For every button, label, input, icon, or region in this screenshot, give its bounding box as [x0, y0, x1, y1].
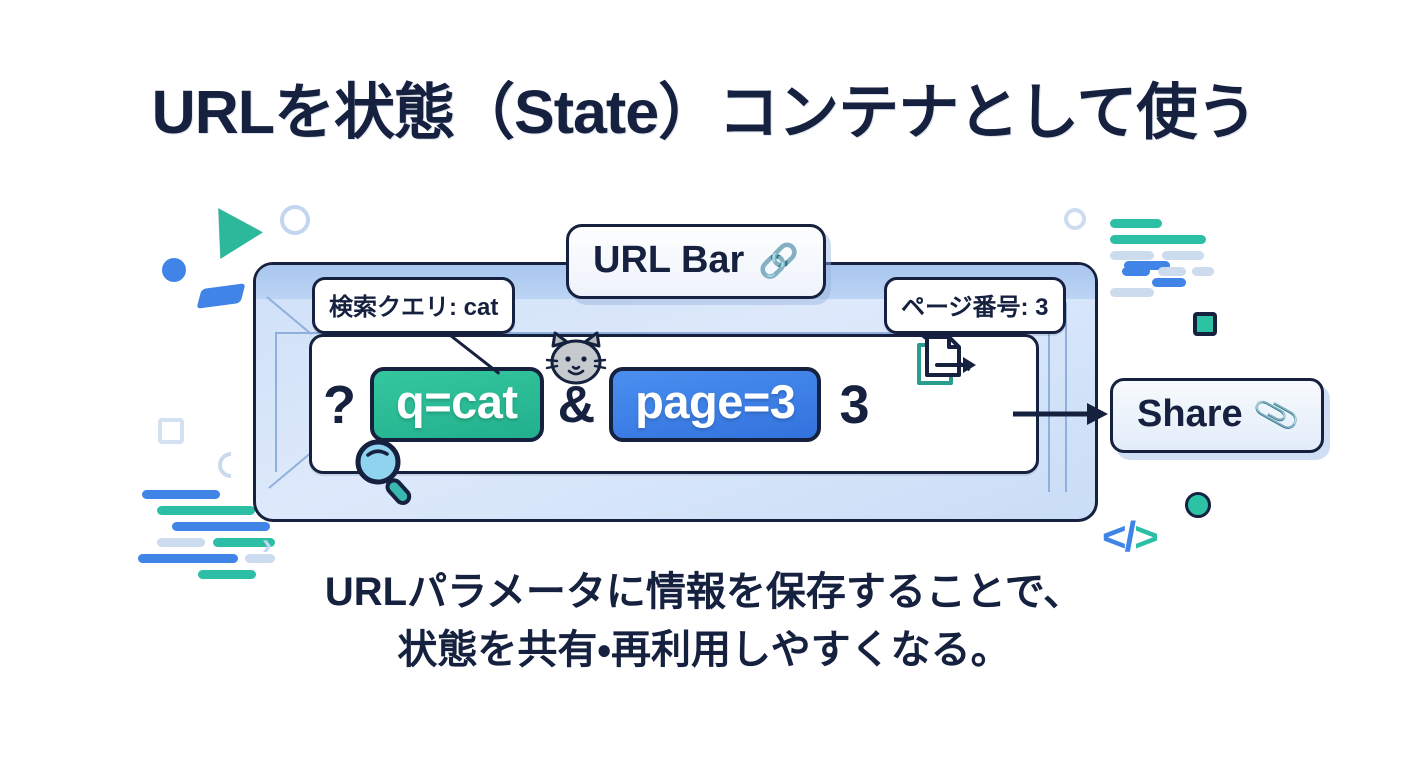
query-param-chip[interactable]: q=cat	[370, 367, 544, 442]
code-line	[1124, 261, 1170, 270]
caption-line-2: 状態を共有・再利用しやすくなる。	[397, 628, 1011, 672]
window-fold-line	[275, 332, 277, 472]
code-line	[213, 538, 275, 547]
trailing-number: 3	[839, 374, 870, 435]
code-line	[157, 538, 205, 547]
callout-page-number: ページ番号: 3	[884, 277, 1066, 334]
code-line	[245, 554, 275, 563]
code-line	[1110, 219, 1162, 228]
flow-arrow-icon	[1013, 403, 1108, 425]
document-export-icon	[917, 335, 976, 385]
caption-block: URLパラメータに情報を保存することで、 状態を共有・再利用しやすくなる。	[0, 563, 1408, 679]
share-button[interactable]: Share 📎	[1110, 378, 1324, 453]
code-line	[172, 522, 270, 531]
link-icon: 🔗	[758, 242, 800, 279]
url-bar-text: URL Bar	[593, 239, 745, 281]
question-mark-separator: ?	[323, 374, 356, 435]
code-line	[1192, 267, 1214, 276]
code-brackets-icon: </>	[1102, 513, 1159, 560]
ampersand-separator: &	[557, 375, 596, 434]
blue-dot-decoration	[162, 258, 186, 282]
parallelogram-decoration	[196, 283, 246, 309]
url-bar-label[interactable]: URL Bar 🔗	[566, 224, 827, 299]
window-fold-line	[1065, 302, 1067, 492]
arc-decoration	[212, 446, 250, 484]
chevron-right-icon: ›	[262, 528, 272, 561]
window-fold-line	[1048, 324, 1050, 492]
triangle-decoration	[197, 195, 263, 259]
code-line	[1110, 251, 1154, 260]
code-line	[1110, 288, 1154, 297]
url-parameter-row: ? q=cat & page=3 3	[323, 352, 1028, 457]
teal-dot-decoration	[1185, 492, 1211, 518]
code-line	[1122, 267, 1150, 276]
caption-line-1: URLパラメータに情報を保存することで、	[324, 570, 1084, 614]
code-line	[157, 506, 255, 515]
square-outline-decoration	[158, 418, 184, 444]
page-title: URLを状態（State）コンテナとして使う	[151, 78, 1258, 146]
paperclip-icon: 📎	[1250, 390, 1302, 439]
callout-search-query: 検索クエリ: cat	[312, 277, 516, 334]
code-line	[142, 490, 220, 499]
code-line	[138, 554, 238, 563]
share-button-label: Share	[1137, 393, 1243, 435]
ring-decoration-right	[1064, 208, 1086, 230]
code-line	[1162, 251, 1204, 260]
page-param-chip[interactable]: page=3	[609, 367, 822, 442]
code-line	[198, 570, 256, 579]
window-fold-line	[275, 332, 1015, 334]
teal-square-decoration	[1193, 312, 1217, 336]
code-line	[1152, 278, 1186, 287]
ring-decoration-left	[280, 205, 310, 235]
cat-face-icon	[545, 331, 607, 385]
magnifier-icon	[355, 439, 412, 505]
code-line	[1158, 267, 1186, 276]
code-line	[1110, 235, 1206, 244]
